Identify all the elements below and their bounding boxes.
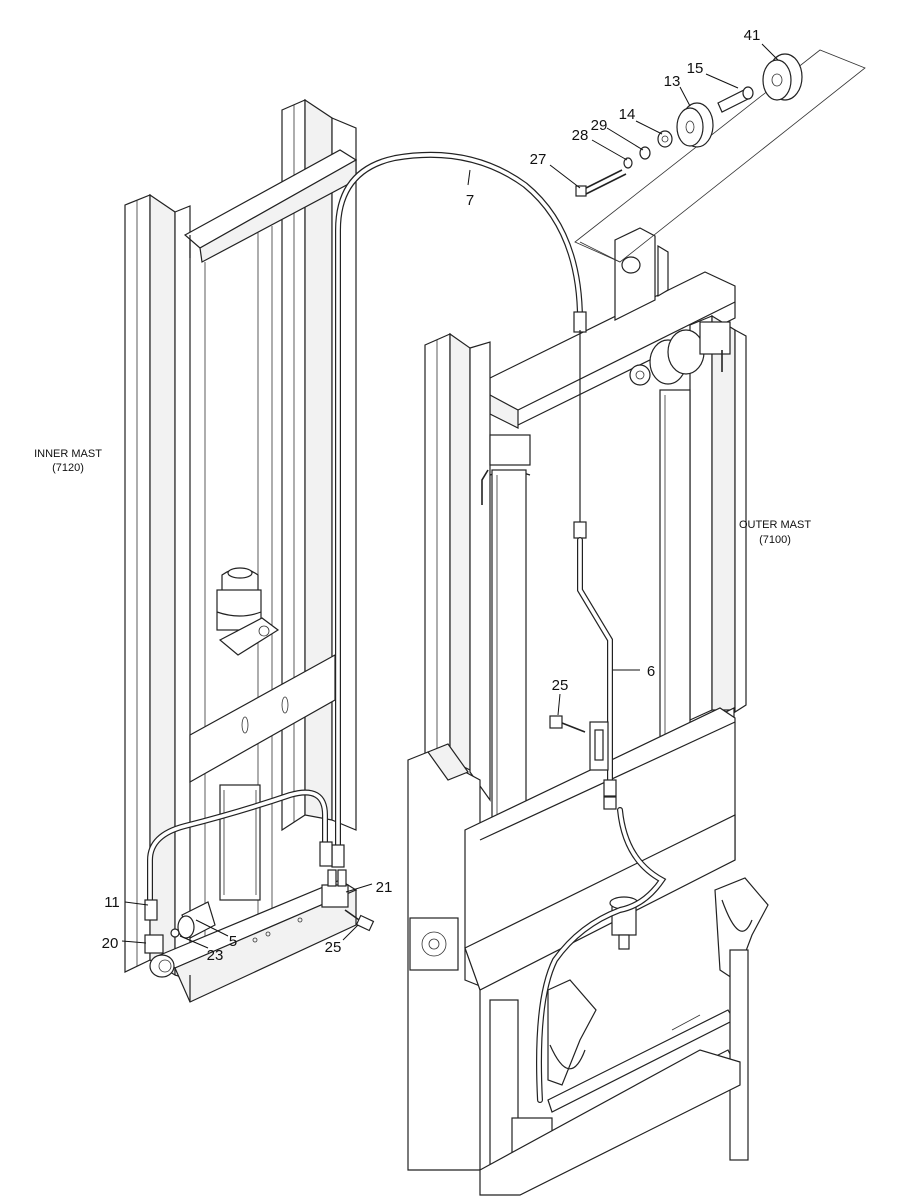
- part-25-bolt-lower: [344, 909, 375, 932]
- hose-11: [144, 789, 333, 921]
- callout-27: 27: [530, 151, 547, 168]
- callout-25-lower: 25: [325, 939, 342, 956]
- callout-15: 15: [687, 60, 704, 77]
- callout-28: 28: [572, 127, 589, 144]
- mast-labels: INNER MAST (7120) OUTER MAST (7100): [34, 448, 811, 546]
- callout-7: 7: [466, 192, 474, 209]
- hose-7: [331, 151, 587, 868]
- inner-mast: [124, 98, 358, 1003]
- callout-14: 14: [619, 106, 636, 123]
- sheave-parts: [574, 49, 866, 263]
- part-25-bolt-upper: [549, 715, 586, 733]
- callout-5: 5: [229, 933, 237, 950]
- part-callouts: 41 15 13 14 29 28 27 7 6 25 11 20 23 5 2…: [102, 27, 761, 964]
- pipe-6: [573, 330, 617, 810]
- part-5-adapter: [177, 901, 216, 939]
- callout-21: 21: [376, 879, 393, 896]
- outer-mast-code: (7100): [759, 534, 791, 546]
- outer-mast-label: OUTER MAST: [739, 519, 811, 531]
- callout-6: 6: [647, 663, 655, 680]
- callout-29: 29: [591, 117, 608, 134]
- part-23-oring: [170, 928, 180, 938]
- inner-mast-label: INNER MAST: [34, 448, 102, 460]
- outer-mast: [407, 227, 769, 1196]
- callout-11: 11: [104, 894, 120, 911]
- callout-23: 23: [207, 947, 224, 964]
- callout-20: 20: [102, 935, 119, 952]
- callout-13: 13: [664, 73, 681, 90]
- callout-25-upper: 25: [552, 677, 569, 694]
- callout-41: 41: [744, 27, 761, 44]
- inner-mast-code: (7120): [52, 462, 84, 474]
- leader-lines: [121, 43, 779, 949]
